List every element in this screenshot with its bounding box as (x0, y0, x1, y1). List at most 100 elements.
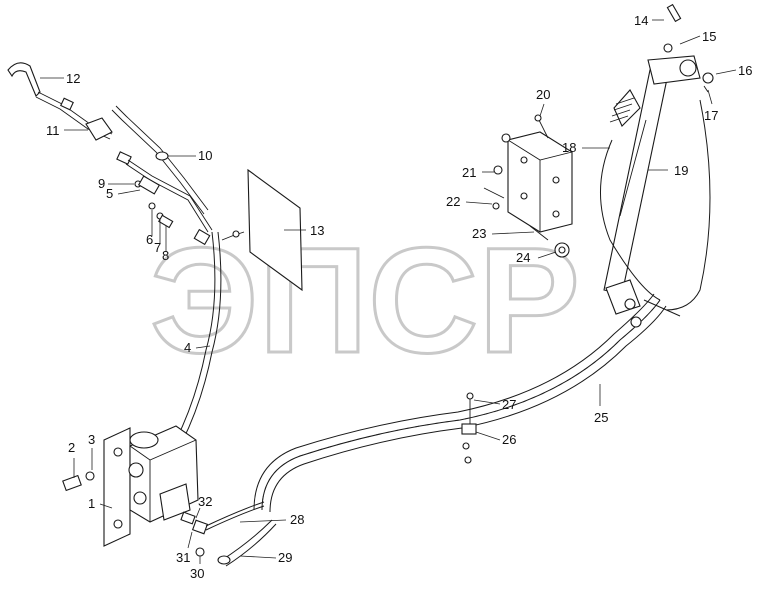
leader-15 (679, 35, 701, 45)
valve-port-a (128, 462, 144, 478)
callout-26: 26 (502, 432, 516, 447)
base-washer (630, 316, 642, 328)
callout-14: 14 (634, 13, 648, 28)
callout-19: 19 (674, 163, 688, 178)
clamp-11 (85, 117, 113, 141)
callout-30: 30 (190, 566, 204, 581)
hose-4-outline (181, 231, 222, 443)
callout-13: 13 (310, 223, 324, 238)
cylinder-19 (603, 3, 714, 328)
callout-21: 21 (462, 165, 476, 180)
tube-end-12 (7, 62, 41, 97)
watermark: ЭПСР TM (149, 206, 582, 386)
upper-tube-assembly (7, 62, 213, 233)
mount-hole-a (113, 447, 123, 457)
base-pin (624, 298, 636, 310)
mount-hole-b (113, 519, 123, 529)
hose-29-end (217, 555, 231, 565)
tube-lower-outline (125, 163, 209, 233)
fitting-10a (116, 151, 132, 165)
bracket-hole-b (552, 176, 560, 184)
callout-28: 28 (290, 512, 304, 527)
callout-25: 25 (594, 410, 608, 425)
callout-18: 18 (562, 140, 576, 155)
watermark-text: ЭПСР (150, 216, 580, 384)
callout-9: 9 (98, 176, 105, 191)
bolt-20 (537, 117, 549, 139)
leader-32 (195, 507, 201, 519)
callout-31: 31 (176, 550, 190, 565)
lower-fittings (180, 511, 209, 557)
nut-21a (501, 133, 511, 143)
valve-cap (129, 431, 159, 449)
callout-22: 22 (446, 194, 460, 209)
leader-29 (239, 555, 277, 559)
valve-port-b (133, 491, 147, 505)
fitting-8 (158, 214, 174, 229)
leader-1 (99, 503, 113, 509)
bracket-hole-c (520, 192, 528, 200)
mounting-plate-3 (103, 427, 131, 547)
cable-upper (599, 139, 661, 301)
hose-28 (205, 501, 265, 527)
washer-24-hole (558, 246, 566, 254)
nut-13 (232, 230, 240, 238)
spring-coils (609, 97, 635, 123)
tube-10 (111, 109, 205, 215)
bolt-13 (221, 231, 245, 241)
fitting-31 (191, 519, 209, 535)
callout-16: 16 (738, 63, 752, 78)
top-pin-eye (679, 59, 697, 77)
callout-27: 27 (502, 397, 516, 412)
leader-lines (40, 19, 737, 564)
cylinder-rod (619, 119, 647, 217)
panel-13 (247, 168, 303, 292)
callout-6: 6 (146, 232, 153, 247)
fitting-5 (137, 175, 161, 195)
pin-14 (666, 3, 682, 23)
callout-2: 2 (68, 440, 75, 455)
callout-5: 5 (106, 186, 113, 201)
hose-28-outline (205, 505, 265, 531)
cotter-17 (703, 85, 709, 93)
callout-3: 3 (88, 432, 95, 447)
washer-16 (702, 72, 714, 84)
callout-labels: 1 2 3 4 5 6 7 8 9 10 11 12 13 14 15 16 1… (46, 13, 752, 581)
callout-8: 8 (162, 248, 169, 263)
callout-24: 24 (516, 250, 530, 265)
cap-15 (663, 43, 673, 53)
leader-4 (195, 345, 211, 349)
callout-29: 29 (278, 550, 292, 565)
callout-15: 15 (702, 29, 716, 44)
bracket-hole-a (520, 156, 528, 164)
washer-30 (195, 547, 205, 557)
valve-lever (159, 483, 191, 521)
leader-17 (707, 89, 713, 105)
leader-27 (473, 399, 501, 405)
bolt-23 (529, 225, 549, 241)
nut-26a (462, 442, 470, 450)
spiral-wrap-fill (261, 299, 661, 511)
washer-6 (148, 202, 156, 210)
leader-16 (715, 69, 737, 75)
fitting-4a (193, 228, 211, 246)
washer-22 (492, 202, 500, 210)
callout-1: 1 (88, 496, 95, 511)
tube-10-outline (115, 105, 209, 211)
grommet-10 (155, 151, 169, 161)
leader-22 (465, 201, 493, 205)
small-fittings (134, 175, 245, 246)
clamp-26 (461, 423, 477, 435)
leader-24 (537, 251, 557, 259)
bolt-22 (483, 187, 505, 199)
callout-7: 7 (154, 240, 161, 255)
bracket-hole-d (552, 210, 560, 218)
nut-26b (464, 456, 472, 464)
leader-31 (187, 531, 193, 549)
hose-4 (175, 231, 216, 441)
callout-32: 32 (198, 494, 212, 509)
leader-5 (117, 189, 141, 195)
hose-29-outline (225, 523, 277, 567)
fitting-32 (180, 511, 196, 525)
